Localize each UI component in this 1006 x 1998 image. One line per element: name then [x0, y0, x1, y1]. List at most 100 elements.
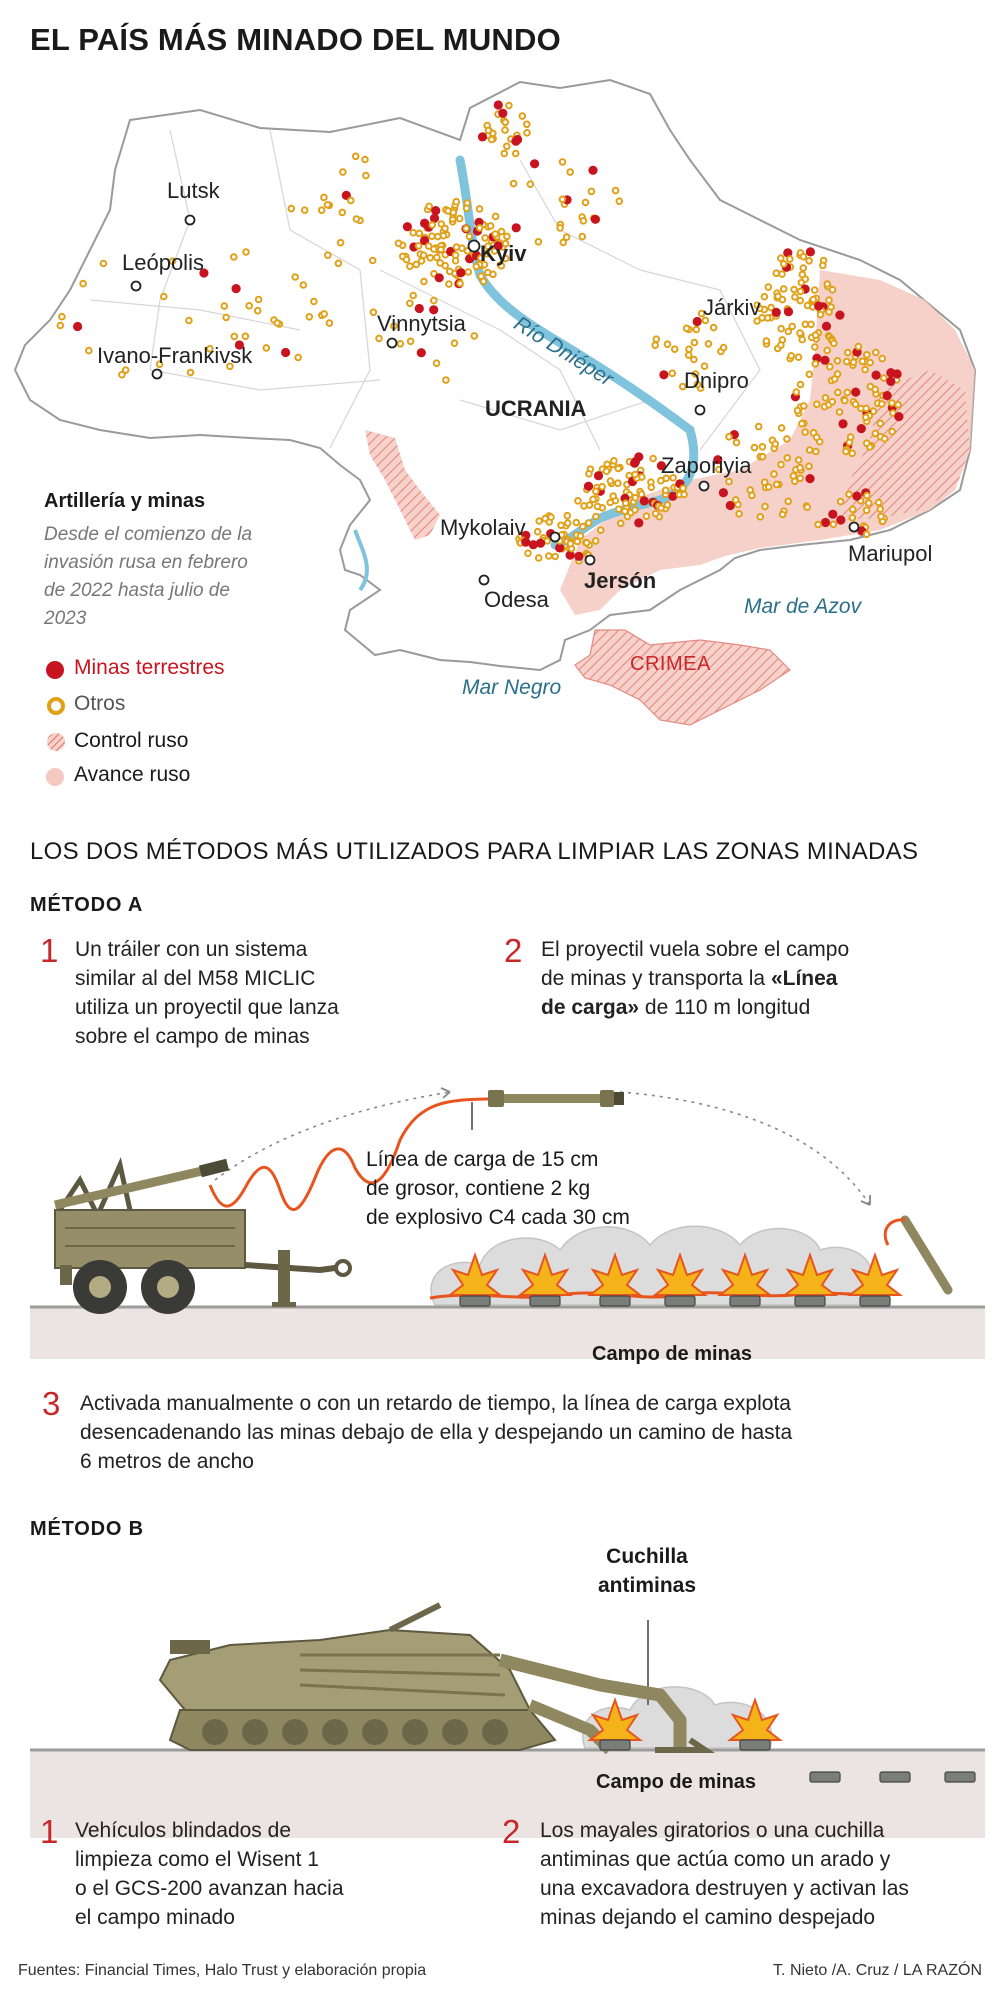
other-dot [574, 497, 582, 505]
other-dot [840, 396, 849, 405]
other-dot [811, 360, 820, 368]
other-dot [661, 486, 670, 495]
other-dot [437, 245, 445, 254]
mine-dot [668, 491, 678, 501]
other-dot [680, 490, 688, 499]
other-dot [419, 251, 428, 259]
city-marker-odesa [478, 574, 490, 586]
other-dot [663, 340, 672, 349]
other-dot [777, 324, 786, 333]
other-dot [823, 280, 832, 288]
other-dot [602, 467, 611, 476]
other-dot [305, 313, 314, 321]
other-dot [79, 279, 87, 288]
other-dot [456, 279, 464, 288]
miclic-trailer [53, 1157, 352, 1314]
mine-dot [493, 100, 503, 110]
mine-dot [882, 391, 892, 401]
other-dot [526, 180, 535, 188]
legend-control-symbol [47, 733, 65, 751]
mine-dot [574, 551, 584, 561]
other-dot [450, 339, 459, 348]
other-dot [809, 295, 818, 304]
other-dot [866, 382, 875, 391]
other-dot [786, 255, 794, 263]
mine-dot [692, 316, 702, 327]
other-dot [596, 526, 605, 535]
other-dot [559, 238, 568, 247]
mine-dot [434, 273, 444, 283]
mine [794, 1295, 826, 1307]
other-dot [750, 443, 759, 452]
credit: T. Nieto /A. Cruz / LA RAZÓN [773, 1962, 982, 1979]
other-dot [445, 267, 454, 276]
sea-label-azov: Mar de Azov [744, 595, 862, 618]
other-dot [814, 520, 822, 529]
other-dot [778, 270, 786, 278]
city-label-odesa: Odesa [484, 587, 549, 612]
legend-item-advance: Avance ruso [74, 763, 191, 786]
other-dot [761, 502, 769, 511]
mine-dot [856, 424, 866, 434]
other-dot [700, 362, 709, 371]
mine [729, 1295, 761, 1307]
other-dot [375, 334, 383, 343]
other-dot [118, 370, 126, 379]
city-marker-ivano [151, 368, 163, 380]
other-dot [812, 433, 821, 442]
city-label-lutsk: Lutsk [167, 178, 220, 203]
mine-dot [511, 223, 521, 233]
other-dot [593, 502, 602, 511]
other-dot [828, 285, 837, 294]
crimea-label: CRIMEA [630, 653, 711, 675]
other-dot [758, 443, 767, 451]
other-dot [637, 490, 646, 499]
other-dot [254, 295, 263, 304]
other-dot [262, 344, 271, 352]
city-label-jarkiv: Járkiv [703, 295, 761, 320]
city-marker-dnipro [694, 404, 706, 416]
other-dot [336, 238, 345, 247]
other-dot [842, 447, 850, 456]
other-dot [420, 277, 428, 286]
other-dot [441, 224, 449, 233]
other-dot [684, 351, 693, 359]
other-dot [320, 310, 329, 318]
mine-dot [894, 412, 904, 422]
other-dot [455, 214, 464, 223]
other-dot [230, 253, 238, 261]
other-dot [511, 149, 520, 158]
other-dot [614, 464, 623, 473]
mine-dot [821, 321, 832, 331]
other-dot [464, 268, 473, 276]
other-dot [849, 358, 858, 367]
method-a-step3-number: 3 [42, 1385, 61, 1422]
other-dot [845, 490, 853, 499]
other-dot [475, 224, 484, 232]
other-dot [777, 254, 785, 262]
other-dot [433, 253, 441, 262]
other-dot [725, 477, 733, 486]
other-dot [491, 230, 500, 238]
mine-dot [530, 159, 540, 169]
legend-other-symbol [47, 697, 65, 715]
other-dot [719, 343, 728, 352]
other-dot [533, 527, 542, 536]
flying-projectile [488, 1090, 624, 1107]
other-dot [523, 120, 531, 129]
other-dot [762, 337, 771, 345]
other-dot [556, 224, 564, 232]
other-dot [778, 510, 787, 519]
method-a-step3-text: Activada manualmente o con un retardo de… [80, 1392, 793, 1473]
mine-dot [431, 206, 441, 216]
mine-dot [835, 310, 845, 320]
other-dot [291, 273, 300, 281]
other-dot [497, 262, 506, 270]
mine-dot [555, 543, 565, 553]
other-dot [678, 382, 687, 391]
other-dot [690, 338, 699, 347]
russian-control-transnistria [365, 430, 440, 540]
other-dot [545, 552, 553, 560]
other-dot [760, 292, 769, 301]
